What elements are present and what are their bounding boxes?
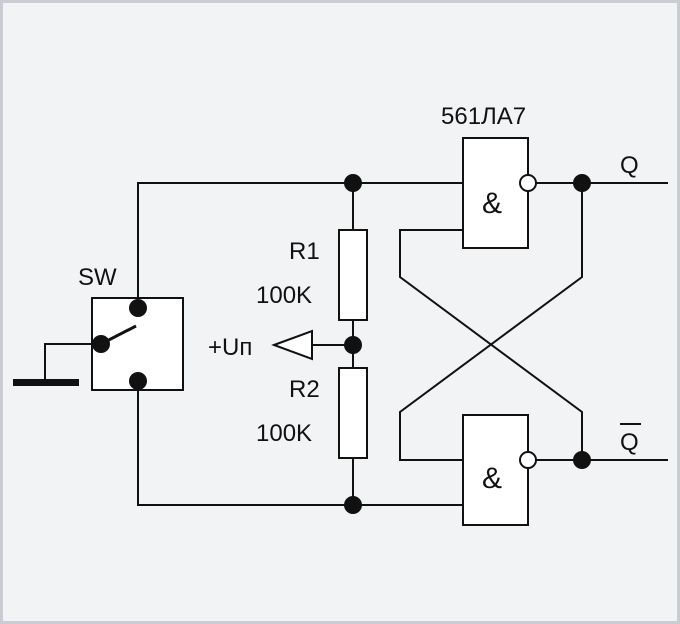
junction-bottom-rail xyxy=(344,496,362,514)
supply-label: +Uп xyxy=(208,334,252,361)
r2-label: R2 xyxy=(289,376,320,403)
junction-qbar xyxy=(573,451,591,469)
resistor-r1 xyxy=(338,229,368,321)
qbar-label: Q xyxy=(620,429,639,456)
switch-contact-common xyxy=(92,335,110,353)
gate-1-symbol: & xyxy=(482,187,502,220)
r1-value-label: 100K xyxy=(256,282,312,309)
gate-1-inversion-bubble xyxy=(519,174,537,192)
supply-triangle-icon xyxy=(271,329,313,361)
switch-contact-bottom xyxy=(129,372,147,390)
ground-bar xyxy=(13,379,79,386)
nand-gate-2 xyxy=(462,414,537,526)
junctions xyxy=(344,174,591,514)
r2-value-label: 100K xyxy=(256,420,312,447)
switch-sw xyxy=(91,297,184,391)
junction-top-rail xyxy=(344,174,362,192)
gate-2-body xyxy=(462,414,529,526)
gate-1-body xyxy=(462,137,529,249)
junction-mid xyxy=(344,336,362,354)
wire-feedback-q xyxy=(399,183,583,461)
resistor-r2 xyxy=(338,367,368,459)
r1-label: R1 xyxy=(289,238,320,265)
gate-2-inversion-bubble xyxy=(519,451,537,469)
gate-2-symbol: & xyxy=(482,462,502,495)
nand-gate-1 xyxy=(462,137,537,249)
switch-label: SW xyxy=(78,264,117,291)
switch-contact-top xyxy=(129,299,147,317)
wire-feedback-qbar xyxy=(399,229,583,460)
chip-label: 561ЛА7 xyxy=(441,103,526,130)
junction-q xyxy=(573,174,591,192)
q-label: Q xyxy=(620,152,639,179)
wire-switch-ground xyxy=(44,343,101,382)
